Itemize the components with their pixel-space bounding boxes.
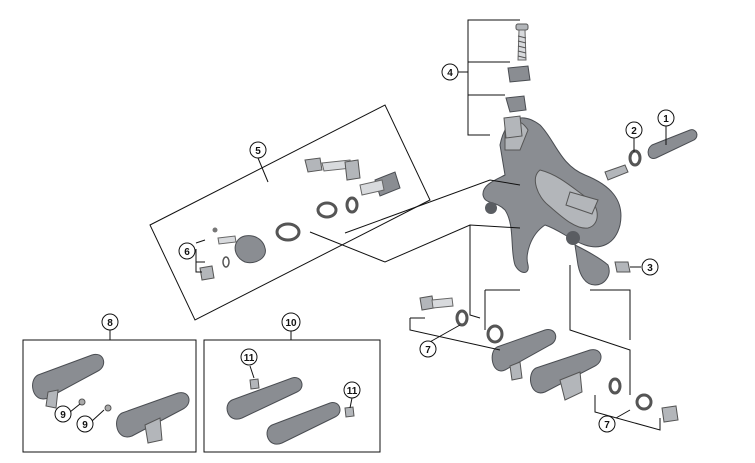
group-8-shoe-b [104, 392, 190, 444]
group-10-pad-b [266, 402, 355, 445]
callout-1-label: 1 [663, 114, 669, 125]
callout-9-b: 9 [76, 415, 94, 433]
callout-11-b: 11 [343, 381, 361, 399]
callout-8: 8 [101, 313, 119, 331]
cable-bolt [647, 129, 698, 159]
group-box-5 [149, 104, 431, 321]
callout-7-right-label: 7 [604, 420, 610, 431]
callout-10-label: 10 [285, 318, 297, 329]
callout-5: 5 [249, 141, 267, 159]
callout-9-b-label: 9 [82, 420, 88, 431]
callout-8-label: 8 [107, 318, 113, 329]
callout-9-a-label: 9 [60, 410, 66, 421]
mounting-hardware-left [419, 295, 504, 344]
callout-11-a-label: 11 [244, 353, 255, 364]
callout-11-a: 11 [240, 348, 258, 366]
callout-6-label: 6 [184, 247, 190, 258]
group-10-pad-a [226, 377, 303, 420]
washer-2 [628, 149, 642, 167]
group-box-10 [203, 339, 381, 453]
callout-6: 6 [178, 242, 196, 260]
caliper-body [482, 117, 622, 286]
group-8-shoe-a [32, 353, 105, 409]
callout-9-a: 9 [54, 405, 72, 423]
adjuster-assembly [503, 23, 531, 139]
callout-10: 10 [281, 312, 301, 332]
callout-4-label: 4 [447, 68, 453, 79]
callout-2-label: 2 [631, 126, 637, 137]
callout-2: 2 [625, 121, 643, 139]
callout-7-left-label: 7 [425, 345, 431, 356]
callout-3: 3 [641, 258, 659, 276]
brake-shoe-front [491, 329, 557, 381]
brake-shoe-rear [530, 349, 602, 401]
nut-3 [614, 261, 631, 273]
mounting-hardware-right [608, 377, 679, 423]
callout-7-right: 7 [598, 415, 616, 433]
callout-5-label: 5 [255, 146, 261, 157]
leader-lines [69, 19, 667, 431]
callout-11-b-label: 11 [347, 386, 358, 397]
callout-1: 1 [657, 109, 675, 127]
quick-release-parts [199, 157, 401, 281]
callout-4: 4 [441, 63, 459, 81]
cable-bolt-tip [604, 164, 629, 181]
callout-3-label: 3 [647, 263, 653, 274]
callout-7-left: 7 [419, 340, 437, 358]
